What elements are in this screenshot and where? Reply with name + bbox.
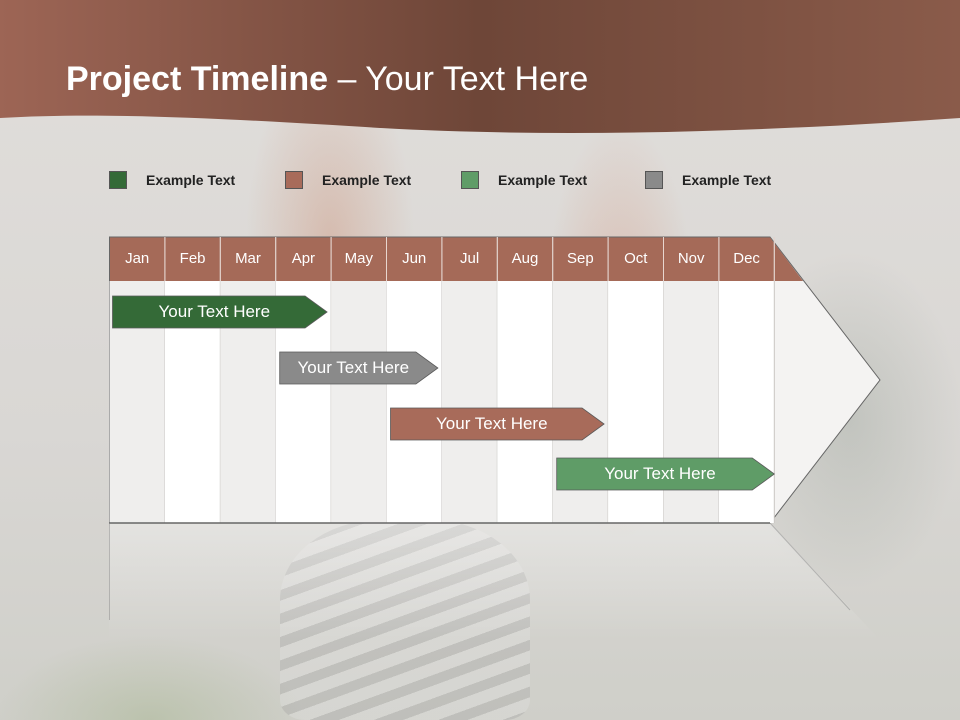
month-column-may [331, 281, 387, 523]
header-band [0, 0, 960, 133]
month-label-apr: Apr [291, 250, 316, 267]
month-label-oct: Oct [624, 250, 648, 267]
month-header-band [110, 237, 803, 281]
legend-swatch [285, 171, 303, 189]
month-label-sep: Sep [567, 250, 594, 267]
month-label-nov: Nov [677, 250, 705, 267]
month-label-jul: Jul [459, 250, 480, 267]
month-column-jul [441, 281, 498, 523]
month-label-jan: Jan [125, 250, 150, 267]
legend-swatch [461, 171, 479, 189]
title-bold: Project Timeline [66, 60, 329, 98]
task-bar-label: Your Text Here [604, 464, 716, 483]
month-label-jun: Jun [402, 250, 427, 267]
task-bar-label: Your Text Here [297, 358, 410, 377]
month-column-jun [386, 281, 442, 523]
task-bar [112, 295, 328, 329]
reflection-edge [769, 522, 851, 611]
legend-swatch [645, 171, 663, 189]
legend-swatch [109, 171, 127, 189]
legend-label: Example Text [146, 172, 236, 188]
title-rest: – Your Text Here [328, 60, 589, 98]
page-title: Project Timeline – Your Text Here [66, 60, 588, 99]
month-label-feb: Feb [179, 250, 206, 267]
task-bar-label: Your Text Here [436, 414, 548, 433]
month-label-may: May [344, 250, 373, 267]
timeline-reflection [109, 523, 880, 640]
month-label-dec: Dec [733, 250, 760, 267]
task-bar [556, 457, 775, 491]
legend-label: Example Text [682, 172, 772, 188]
month-label-mar: Mar [235, 250, 261, 267]
legend-label: Example Text [322, 172, 412, 188]
task-bar-label: Your Text Here [158, 302, 271, 321]
month-label-aug: Aug [511, 250, 539, 267]
task-bar [390, 407, 605, 441]
task-bar [279, 351, 439, 385]
month-column-aug [497, 281, 553, 523]
legend-label: Example Text [498, 172, 588, 188]
